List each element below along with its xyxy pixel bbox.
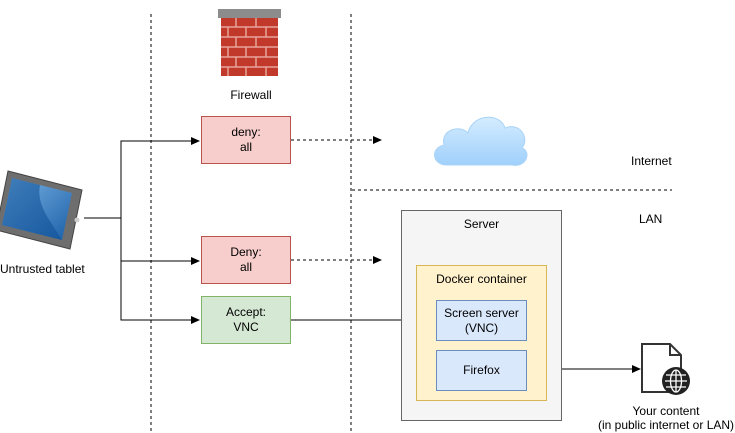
rule-accept-vnc-line2: VNC xyxy=(233,320,259,334)
screen-server-line1: Screen server xyxy=(444,305,519,320)
connector-to-accept-vnc xyxy=(120,261,200,324)
rule-deny-internet: deny: all xyxy=(201,116,291,164)
firewall-icon xyxy=(218,9,281,76)
tablet-icon xyxy=(0,170,83,250)
firewall-label: Firewall xyxy=(230,88,272,102)
rule-deny-lan-line1: Deny: xyxy=(230,245,262,259)
firefox-box: Firefox xyxy=(436,350,527,391)
content-label-line1: Your content xyxy=(632,404,700,418)
internet-zone-label: Internet xyxy=(631,154,672,168)
rule-deny-internet-line2: all xyxy=(239,140,252,154)
rule-accept-vnc: Accept: VNC xyxy=(201,296,291,344)
screen-server-line2: (VNC) xyxy=(464,320,499,335)
document-globe-icon xyxy=(641,343,690,395)
rule-accept-vnc-line1: Accept: xyxy=(225,305,267,319)
connector-to-deny-lan xyxy=(120,218,200,265)
tablet-label: Untrusted tablet xyxy=(0,262,85,276)
rule-deny-lan: Deny: all xyxy=(201,236,291,284)
server-label: Server xyxy=(463,217,500,231)
firefox-label: Firefox xyxy=(463,363,500,377)
rule-deny-lan-line2: all xyxy=(239,260,252,274)
screen-server-box: Screen server (VNC) xyxy=(436,300,527,341)
lan-zone-label: LAN xyxy=(639,212,663,226)
content-label-line2: (in public internet or LAN) xyxy=(597,418,735,432)
cloud-icon xyxy=(434,116,528,166)
connector-to-deny-internet xyxy=(120,137,200,218)
rule-deny-internet-line1: deny: xyxy=(231,125,261,139)
docker-container-label: Docker container xyxy=(436,272,527,286)
